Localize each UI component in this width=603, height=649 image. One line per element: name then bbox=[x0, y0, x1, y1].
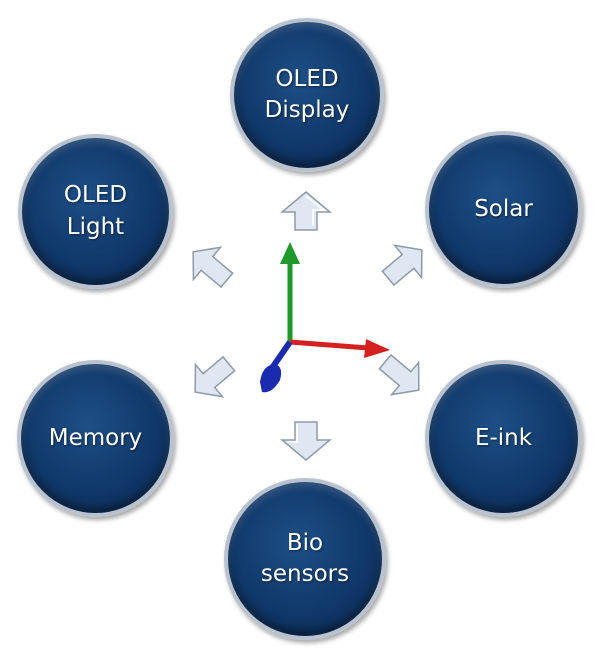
node-oled-light: OLED Light bbox=[18, 134, 173, 289]
node-label-oled-display: OLED Display bbox=[264, 65, 350, 123]
arrow-upper-right-icon bbox=[381, 244, 423, 287]
arrow-lower-right-icon bbox=[378, 353, 420, 396]
node-label-bio-sensors: Bio sensors bbox=[260, 529, 350, 587]
node-label-e-ink: E-ink bbox=[474, 424, 533, 451]
arrow-up-icon bbox=[280, 191, 332, 231]
arrow-down-icon bbox=[280, 421, 332, 461]
node-solar: Solar bbox=[425, 131, 582, 288]
node-label-memory: Memory bbox=[48, 424, 143, 451]
node-e-ink: E-ink bbox=[425, 360, 582, 517]
y-axis-arrowhead bbox=[280, 242, 300, 264]
node-bio-sensors: Bio sensors bbox=[224, 478, 386, 640]
z-axis-line bbox=[269, 340, 293, 370]
arrow-upper-left-icon bbox=[192, 246, 234, 289]
node-label-solar: Solar bbox=[474, 195, 533, 222]
coordinate-axes-icon bbox=[260, 242, 390, 393]
x-axis-line bbox=[289, 339, 369, 351]
node-oled-display: OLED Display bbox=[230, 18, 384, 172]
x-axis-arrowhead bbox=[364, 339, 390, 358]
node-label-oled-light: OLED Light bbox=[63, 182, 128, 240]
arrow-lower-left-icon bbox=[194, 355, 236, 398]
z-axis-arrowhead bbox=[260, 364, 282, 393]
node-memory: Memory bbox=[17, 360, 174, 517]
